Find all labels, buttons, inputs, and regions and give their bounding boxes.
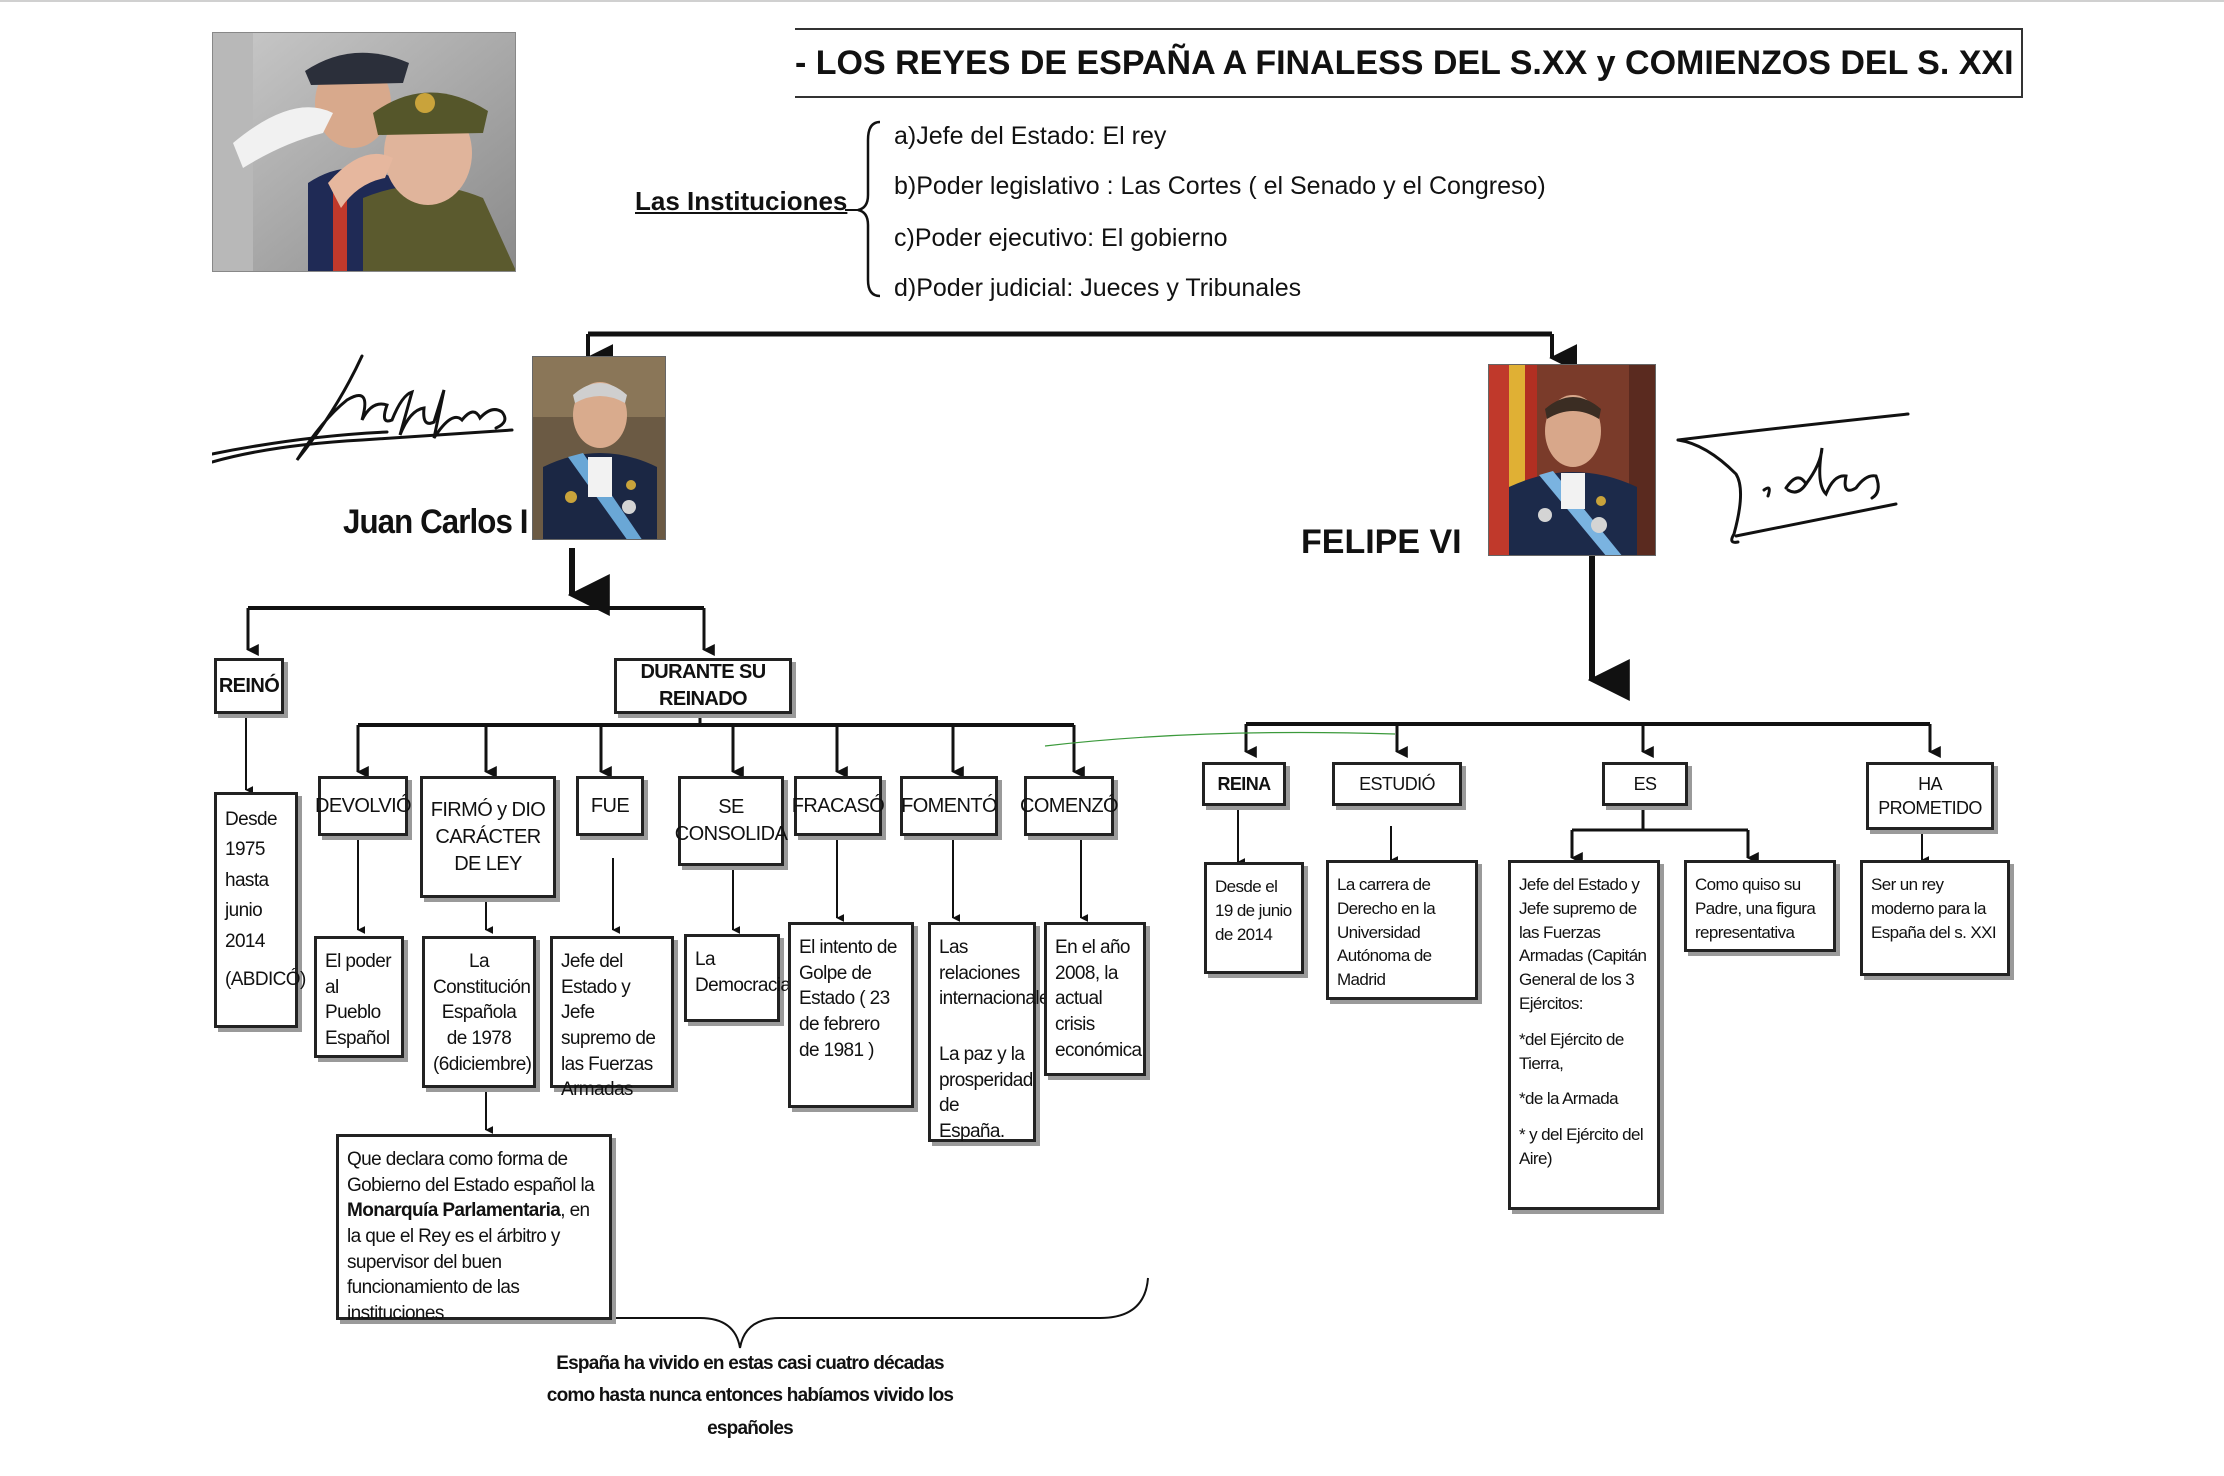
reino-line: (ABDICÓ): [225, 968, 306, 990]
reino-header: REINÓ: [214, 658, 284, 714]
institucion-item: b)Poder legislativo : Las Cortes ( el Se…: [894, 172, 1546, 200]
es-padre-text: Como quiso su Padre, una figura represen…: [1684, 860, 1836, 952]
felipe-signature: [1676, 412, 1910, 544]
institucion-item: c)Poder ejecutivo: El gobierno: [894, 224, 1228, 252]
es-text: Jefe del Estado y Jefe supremo de las Fu…: [1508, 860, 1660, 1210]
fomento-text-2: La paz y la prosperidad de España.: [939, 1043, 1033, 1142]
es-text-3: *de la Armada: [1519, 1089, 1619, 1109]
footer-line: España ha vivido en estas casi cuatro dé…: [556, 1353, 944, 1374]
devolvio-text: El poder al Pueblo Español: [314, 936, 404, 1058]
felipe-name: FELIPE VI: [1301, 523, 1462, 561]
kings-saluting-photo: [212, 32, 516, 272]
footer-line: como hasta nunca entonces habíamos vivid…: [546, 1385, 954, 1439]
comenzo-header: COMENZÓ: [1020, 776, 1119, 836]
firmo-text: La Constitución Española de 1978 (6dicie…: [422, 936, 536, 1088]
declara-pre: Que declara como forma de Gobierno del E…: [347, 1149, 595, 1196]
comenzo-text: En el año 2008, la actual crisis económi…: [1044, 922, 1146, 1076]
consolida-header: SE CONSOLIDA: [675, 776, 788, 866]
es-text-4: * y del Ejército del Aire): [1519, 1125, 1644, 1168]
fracaso-header: FRACASÓ: [792, 776, 885, 836]
declara-bold: Monarquía Parlamentaria: [347, 1200, 561, 1222]
reino-line: junio: [225, 900, 263, 922]
fracaso-text: El intento de Golpe de Estado ( 23 de fe…: [788, 922, 914, 1108]
prometido-header: HA PROMETIDO: [1866, 762, 1994, 830]
declara-text: Que declara como forma de Gobierno del E…: [336, 1134, 612, 1324]
top-border: [0, 0, 2224, 2]
declara-post: , en la que el Rey es el árbitro y super…: [347, 1200, 590, 1324]
fomento-text-1: Las relaciones internacionales: [939, 937, 1058, 1010]
es-header: ES: [1602, 762, 1688, 806]
instituciones-label: Las Instituciones: [635, 186, 848, 216]
reino-text: Desde 1975 hasta junio 2014 (ABDICÓ): [214, 792, 306, 1028]
fue-text: Jefe del Estado y Jefe supremo de las Fu…: [550, 936, 674, 1100]
reino-line: 1975: [225, 839, 265, 861]
estudio-text: La carrera de Derecho en la Universidad …: [1326, 860, 1478, 1000]
juan-carlos-portrait: [532, 356, 666, 540]
reina-text: Desde el 19 de junio de 2014: [1204, 862, 1304, 974]
institucion-item: d)Poder judicial: Jueces y Tribunales: [894, 274, 1302, 302]
juan-carlos-signature: [212, 354, 514, 464]
reino-line: hasta: [225, 869, 269, 891]
felipe-portrait: [1488, 364, 1656, 556]
fomento-text: Las relaciones internacionales La paz y …: [928, 922, 1058, 1142]
consolida-text: La Democracia: [684, 934, 791, 1022]
estudio-header: ESTUDIÓ: [1332, 762, 1462, 806]
reina-header: REINA: [1202, 762, 1286, 806]
fue-header: FUE: [576, 776, 644, 836]
institucion-item: a)Jefe del Estado: El rey: [894, 122, 1167, 150]
es-text-2: *del Ejército de Tierra,: [1519, 1029, 1624, 1073]
durante-header: DURANTE SU REINADO: [614, 658, 792, 714]
devolvio-header: DEVOLVIÓ: [315, 776, 412, 836]
juan-carlos-name: Juan Carlos I: [343, 503, 528, 541]
page-title: - LOS REYES DE ESPAÑA A FINALESS DEL S.X…: [795, 28, 2023, 98]
es-text-1: Jefe del Estado y Jefe supremo de las Fu…: [1519, 875, 1647, 1013]
footer-note: España ha vivido en estas casi cuatro dé…: [520, 1348, 980, 1445]
firmo-header: FIRMÓ y DIO CARÁCTER DE LEY: [420, 776, 556, 898]
reino-line: Desde: [225, 809, 278, 830]
fomento-header: FOMENTÓ: [900, 776, 998, 836]
prometido-text: Ser un rey moderno para la España del s.…: [1860, 860, 2010, 976]
reino-line: 2014: [225, 930, 265, 952]
